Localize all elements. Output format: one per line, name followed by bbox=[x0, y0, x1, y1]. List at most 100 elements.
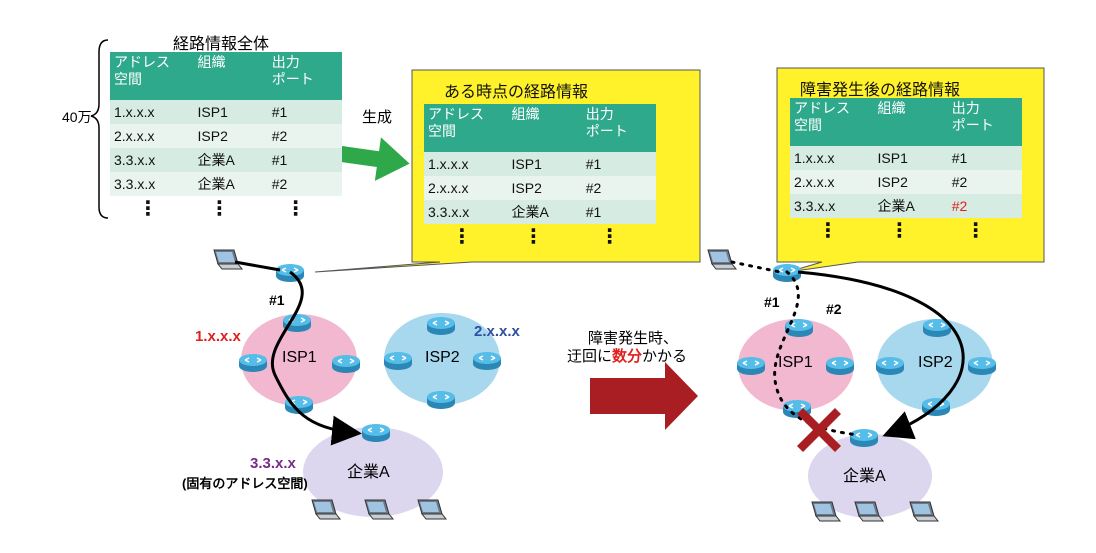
isp1-cloud bbox=[241, 314, 357, 406]
ellipsis-mark: ⋮ bbox=[599, 226, 620, 248]
table-header-cell: 組織 bbox=[193, 52, 268, 100]
table-cell: ISP2 bbox=[873, 170, 948, 194]
table-cell: 3.3.x.x bbox=[424, 200, 508, 224]
table-cell: 1.x.x.x bbox=[790, 146, 874, 170]
right-port1-label: #1 bbox=[764, 294, 780, 310]
isp2-label-right: ISP2 bbox=[918, 354, 953, 371]
failure-note-prefix: 迂回に bbox=[567, 348, 613, 365]
failure-x-mark bbox=[797, 408, 841, 452]
table-cell: 企業A bbox=[193, 172, 268, 196]
failure-note-line2: 迂回に数分かかる bbox=[567, 345, 687, 366]
green-generate-arrow bbox=[329, 137, 410, 181]
ellipsis-mark: ⋮ bbox=[209, 198, 230, 220]
table-cell: 1.x.x.x bbox=[110, 100, 194, 124]
table-cell: #2 bbox=[947, 170, 1022, 194]
isp1-label: ISP1 bbox=[282, 349, 317, 366]
isp1-address: 1.x.x.x bbox=[195, 328, 241, 345]
table-cell: ISP1 bbox=[873, 146, 948, 170]
left-port-label: #1 bbox=[269, 292, 285, 308]
table-cell: 3.3.x.x bbox=[110, 148, 194, 172]
ellipsis-mark: ⋮ bbox=[138, 198, 158, 220]
isp2-cloud-right bbox=[877, 319, 993, 411]
failed-route-path bbox=[730, 260, 860, 437]
table-cell: 2.x.x.x bbox=[110, 124, 194, 148]
table-header-row: アドレス空間組織出力ポート bbox=[790, 98, 1022, 146]
table-cell: #1 bbox=[581, 152, 656, 176]
ellipsis-mark: ⋮ bbox=[889, 220, 910, 242]
table-cell: 3.3.x.x bbox=[790, 194, 874, 218]
table-cell: 企業A bbox=[193, 148, 268, 172]
table-header-cell: アドレス空間 bbox=[110, 52, 194, 100]
table-header-cell: 出力ポート bbox=[581, 104, 656, 152]
table-ellipsis-row: ⋮ ⋮ ⋮ bbox=[790, 218, 1022, 244]
table-cell: 3.3.x.x bbox=[110, 172, 194, 196]
table-cell: ISP2 bbox=[507, 176, 582, 200]
full-table-title: 経路情報全体 bbox=[173, 36, 270, 53]
left-route-path bbox=[234, 260, 356, 433]
ellipsis-mark: ⋮ bbox=[285, 198, 306, 220]
table-cell: #2 bbox=[267, 172, 342, 196]
generate-label: 生成 bbox=[362, 109, 393, 126]
isp2-label: ISP2 bbox=[425, 349, 460, 366]
table-cell: #2 bbox=[947, 194, 1022, 218]
isp1-label-right: ISP1 bbox=[778, 354, 813, 371]
isp2-address: 2.x.x.x bbox=[474, 323, 520, 340]
ellipsis-mark: ⋮ bbox=[452, 226, 472, 248]
table-header-row: アドレス空間組織出力ポート bbox=[424, 104, 656, 152]
table-header-cell: アドレス空間 bbox=[790, 98, 874, 146]
table-cell: #1 bbox=[267, 148, 342, 172]
table-cell: 2.x.x.x bbox=[424, 176, 508, 200]
after-failure-title: 障害発生後の経路情報 bbox=[800, 80, 961, 99]
snapshot-title: ある時点の経路情報 bbox=[444, 82, 589, 101]
corp-label: 企業A bbox=[347, 464, 390, 481]
table-header-cell: 出力ポート bbox=[267, 52, 342, 100]
corp-address: 3.3.x.x bbox=[250, 455, 296, 472]
table-header-cell: アドレス空間 bbox=[424, 104, 508, 152]
table-cell: #2 bbox=[267, 124, 342, 148]
table-cell: ISP1 bbox=[507, 152, 582, 176]
failure-note-suffix: かかる bbox=[642, 348, 688, 365]
table-cell: 1.x.x.x bbox=[424, 152, 508, 176]
corp-label-right: 企業A bbox=[843, 468, 886, 485]
table-header-cell: 組織 bbox=[873, 98, 948, 146]
ellipsis-mark: ⋮ bbox=[523, 226, 544, 248]
right-port2-label: #2 bbox=[826, 301, 842, 317]
route-count-label: 40万 bbox=[62, 109, 92, 125]
table-bracket bbox=[90, 39, 109, 219]
corp-a-cloud-right bbox=[808, 434, 932, 518]
big-red-arrow bbox=[590, 362, 698, 430]
ellipsis-mark: ⋮ bbox=[818, 220, 838, 242]
table-header-row: アドレス空間組織出力ポート bbox=[110, 52, 342, 100]
table-ellipsis-row: ⋮ ⋮ ⋮ bbox=[110, 196, 342, 222]
table-ellipsis-row: ⋮ ⋮ ⋮ bbox=[424, 224, 656, 250]
failure-note-line1: 障害発生時、 bbox=[588, 330, 679, 347]
table-cell: #2 bbox=[581, 176, 656, 200]
detour-route-path bbox=[797, 270, 965, 440]
failure-note-emphasis: 数分 bbox=[612, 348, 643, 365]
isp2-cloud bbox=[384, 313, 500, 405]
table-header-cell: 出力ポート bbox=[947, 98, 1022, 146]
corp-address-note: (固有のアドレス空間) bbox=[182, 476, 308, 491]
table-cell: ISP2 bbox=[193, 124, 268, 148]
table-cell: ISP1 bbox=[193, 100, 268, 124]
isp1-cloud-right bbox=[738, 319, 854, 411]
ellipsis-mark: ⋮ bbox=[965, 220, 986, 242]
table-cell: #1 bbox=[267, 100, 342, 124]
table-cell: #1 bbox=[581, 200, 656, 224]
table-cell: 企業A bbox=[873, 194, 948, 218]
table-cell: 2.x.x.x bbox=[790, 170, 874, 194]
